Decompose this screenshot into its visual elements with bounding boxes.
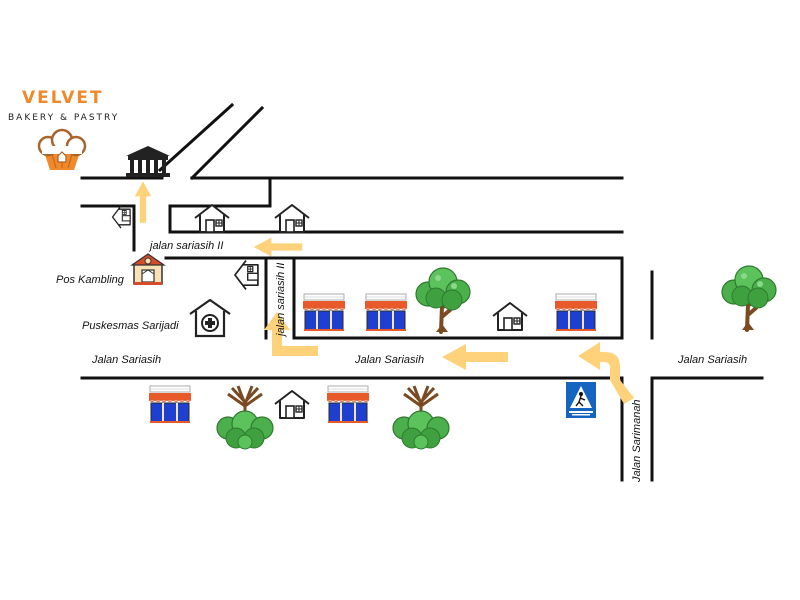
bakery-cake-icon (37, 128, 87, 170)
shop-icon (148, 385, 192, 424)
direction-arrow-turn-up (264, 312, 318, 356)
direction-arrow-up (134, 181, 152, 223)
tree-icon (414, 266, 472, 334)
label-jalan-sariasih-left: Jalan Sariasih (91, 354, 161, 366)
house-icon (274, 390, 310, 419)
tree-icon (215, 384, 275, 450)
brand-tagline: BAKERY & PASTRY (8, 113, 119, 123)
label-jalan-sariasih-ii: jalan sariasih II (148, 240, 223, 252)
label-jalan-sariasih-center: Jalan Sariasih (354, 354, 424, 366)
brand-name: VELVET (22, 88, 104, 108)
house-icon (492, 302, 528, 331)
pedestrian-crossing-sign-icon (566, 382, 596, 418)
shop-icon (554, 293, 598, 332)
shop-icon (302, 293, 346, 332)
house-icon (194, 204, 230, 233)
label-puskesmas: Puskesmas Sarijadi (82, 320, 179, 332)
house-icon (111, 205, 131, 229)
label-jalan-sariasih-right: Jalan Sariasih (677, 354, 747, 366)
house-icon (274, 204, 310, 233)
tree-icon (391, 384, 451, 450)
diagonal-road-left (157, 102, 235, 173)
shop-icon (364, 293, 408, 332)
label-jalan-sarimanah: Jalan Sarimanah (631, 399, 643, 483)
house-icon (234, 259, 259, 291)
velvet-logo: VELVET BAKERY & PASTRY (8, 88, 119, 170)
clinic-icon (189, 298, 231, 338)
label-pos-kambling: Pos Kambling (56, 274, 125, 286)
label-jalan-sariasih-ii-vertical: jalan sariasih II (275, 263, 287, 338)
guard-post-icon (130, 253, 166, 285)
diagonal-road-right (189, 105, 265, 181)
direction-arrow-left (253, 237, 303, 257)
direction-arrow-turn-left (578, 342, 634, 404)
palace-building-icon (126, 146, 170, 177)
direction-arrow-left (442, 344, 508, 370)
road-network (80, 102, 764, 482)
shop-icon (326, 385, 370, 424)
tree-icon (720, 264, 778, 332)
